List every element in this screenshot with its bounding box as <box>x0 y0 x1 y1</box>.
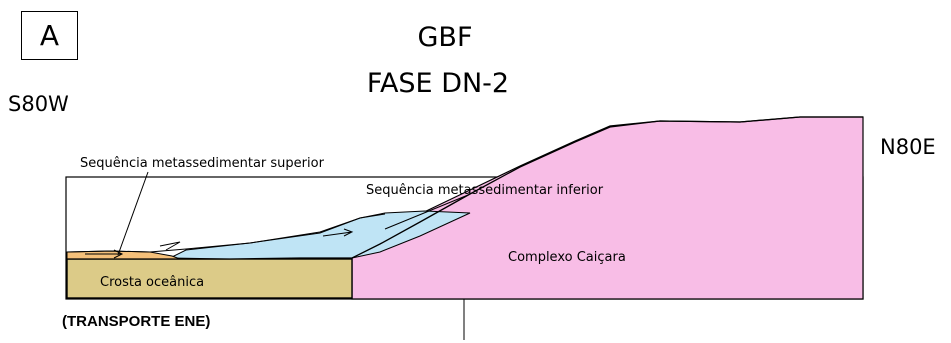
leader-line-upper <box>117 171 149 256</box>
crosta-oceanica-unit <box>66 258 353 299</box>
transport-note: (TRANSPORTE ENE) <box>62 313 211 330</box>
basal-detachment-line <box>67 116 863 260</box>
direction-right: N80E <box>880 135 936 159</box>
title-line-1: GBF <box>417 22 473 53</box>
transport-arrow-icon <box>85 249 124 259</box>
panel-label: A <box>21 11 78 60</box>
label-upper-sequence: Sequência metassedimentar superior <box>80 156 325 171</box>
label-crust: Crosta oceânica <box>100 275 204 290</box>
label-complex: Complexo Caiçara <box>508 250 626 265</box>
title-line-2: FASE DN-2 <box>366 68 510 99</box>
direction-left: S80W <box>8 92 69 116</box>
transport-arrow-icon <box>159 241 181 251</box>
label-lower-sequence: Sequência metassedimentar inferior <box>366 183 604 198</box>
transport-arrow-icon <box>322 228 354 237</box>
leader-line-lower <box>384 194 469 230</box>
